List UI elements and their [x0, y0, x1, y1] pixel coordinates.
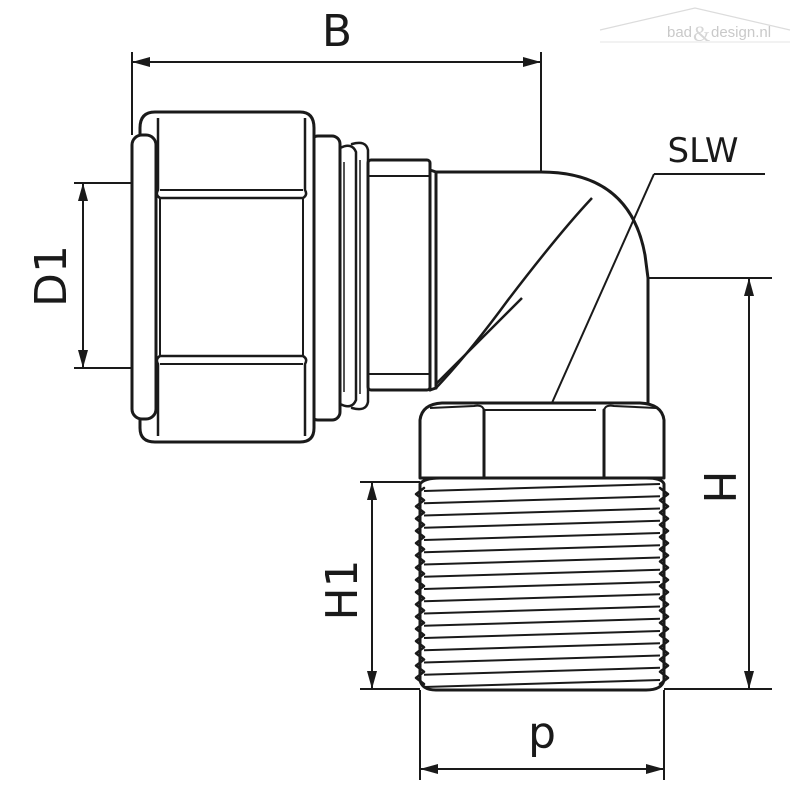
watermark-logo: bad & design.nl — [599, 7, 791, 46]
thread-ridge — [423, 519, 661, 529]
dimension-h1: H1 — [317, 481, 420, 690]
dimension-label-b: B — [322, 6, 352, 57]
dimension-d1: D1 — [26, 182, 136, 369]
thread-ridge — [423, 556, 661, 566]
compression-nut — [130, 110, 342, 444]
dimension-b: B — [131, 6, 542, 172]
thread-ridge — [423, 568, 661, 578]
hex-collar — [418, 401, 666, 480]
thread-ridge — [423, 654, 661, 664]
thread-profile-right — [658, 486, 670, 686]
thread-ridge — [423, 593, 661, 603]
watermark-ampersand: & — [693, 21, 710, 46]
thread-ridge — [423, 642, 661, 652]
elbow-body — [428, 168, 650, 407]
thread-ridge — [423, 630, 661, 639]
thread-ridge — [423, 617, 661, 627]
thread-ridge — [423, 495, 661, 505]
thread-ridge — [423, 544, 661, 554]
thread-ridge — [423, 581, 661, 590]
thread-ridge — [423, 679, 661, 688]
male-thread — [414, 476, 670, 692]
dimension-label-d1: D1 — [26, 245, 77, 307]
watermark-text-left: bad — [667, 24, 692, 41]
leader-label-slw: SLW — [667, 131, 738, 171]
thread-ridge — [423, 666, 661, 676]
watermark-text-right: design.nl — [711, 24, 771, 41]
thread-ridge — [423, 532, 661, 541]
compression-thread — [338, 141, 370, 411]
leader-lines: SLW — [435, 131, 765, 433]
thread-ridge — [423, 605, 661, 615]
dimension-label-h1: H1 — [317, 559, 368, 620]
thread-profile-left — [414, 486, 426, 686]
thread-ridge — [423, 483, 661, 492]
dimension-label-h: H — [693, 470, 744, 503]
dimension-h: H — [648, 277, 772, 690]
neck-section — [366, 158, 432, 392]
thread-ridge — [423, 507, 661, 517]
dimension-label-d: d — [528, 713, 556, 764]
dimension-d: d — [419, 690, 665, 780]
